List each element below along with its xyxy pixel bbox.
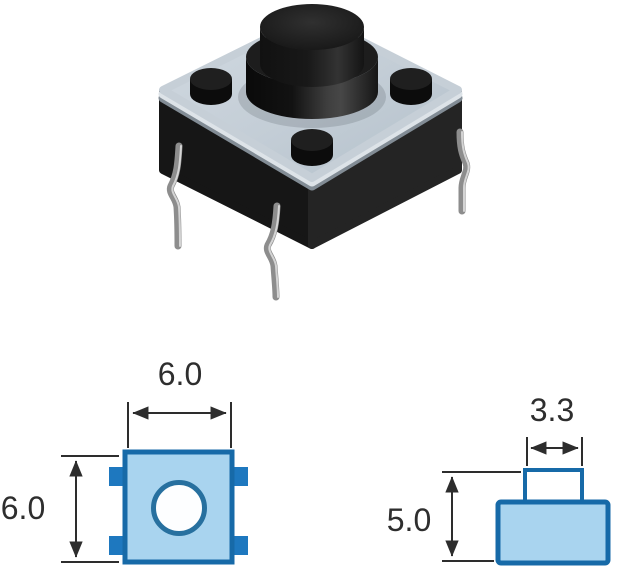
side-view-button-width-label: 3.3 — [530, 392, 574, 428]
corner-post-front — [291, 129, 333, 166]
top-view-width-dimension: 6.0 — [127, 356, 232, 448]
corner-post-left — [190, 68, 232, 105]
plunger-button — [246, 4, 378, 119]
top-view-drawing: 6.0 6.0 — [1, 356, 248, 565]
top-view-height-dimension: 6.0 — [1, 455, 119, 563]
lead-wires — [166, 128, 471, 301]
lead-wire-right — [456, 128, 471, 215]
lead-wire-front — [263, 202, 281, 301]
top-view-button-circle — [151, 480, 207, 536]
corner-posts — [190, 68, 432, 166]
side-view-height-dimension: 5.0 — [387, 471, 521, 562]
side-view-drawing: 3.3 5.0 — [387, 392, 611, 566]
side-view-body — [495, 499, 611, 566]
side-view-height-label: 5.0 — [387, 502, 431, 538]
top-view-width-label: 6.0 — [158, 356, 202, 392]
corner-post-right — [390, 68, 432, 105]
lead-wire-left — [166, 142, 183, 250]
side-view-button — [523, 468, 584, 505]
top-view-height-label: 6.0 — [1, 490, 45, 526]
side-view-button-width-dimension: 3.3 — [526, 392, 583, 466]
switch-3d-photo — [158, 4, 471, 301]
